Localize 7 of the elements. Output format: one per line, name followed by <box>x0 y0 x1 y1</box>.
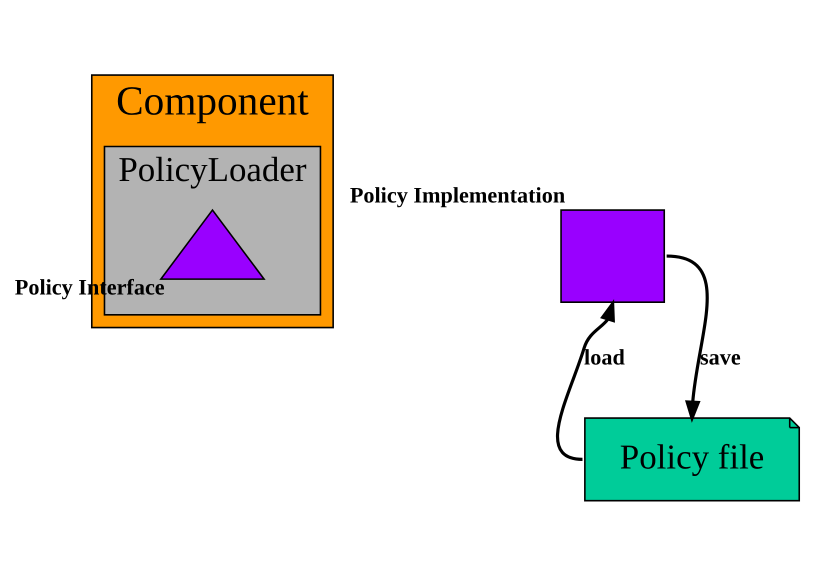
node-triangle <box>159 208 266 280</box>
node-box <box>560 209 666 303</box>
edge-label: save <box>700 344 741 370</box>
edge-label: load <box>584 344 625 370</box>
arrow <box>666 254 709 423</box>
arrow <box>556 299 615 461</box>
node-label: Policy Implementation <box>350 182 566 208</box>
